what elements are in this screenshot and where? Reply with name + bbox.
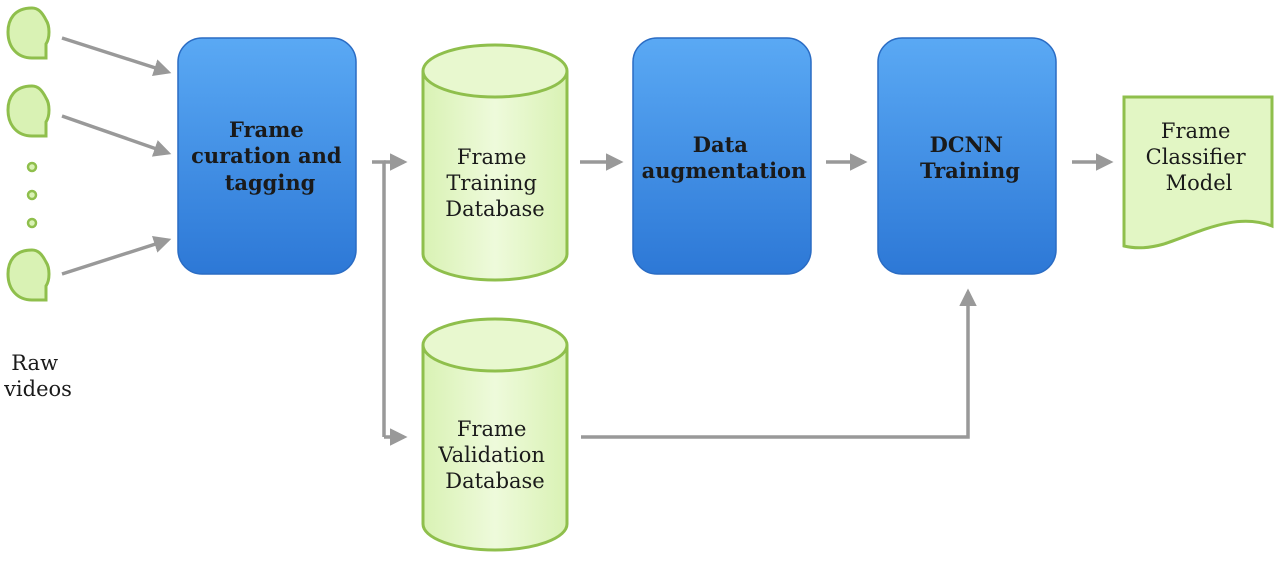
curation-label: Frame curation and tagging: [191, 117, 349, 195]
validation-db-cylinder: Frame Validation Database: [421, 317, 569, 552]
validation-db-label: Frame Validation Database: [437, 417, 551, 493]
ellipsis-dot-2: [26, 189, 38, 201]
curation-box: Frame curation and tagging: [177, 37, 357, 275]
training-db-cylinder: Frame Training Database: [421, 43, 569, 282]
dcnn-box: DCNN Training: [877, 37, 1057, 275]
raw-video-icon-2: [6, 84, 51, 138]
training-db-label: Frame Training Database: [445, 145, 544, 221]
arrow-video3-curation: [61, 235, 172, 276]
raw-video-icon-1: [6, 6, 51, 60]
arrow-video2-curation: [61, 114, 172, 157]
ellipsis-dot-1: [26, 161, 38, 173]
augmentation-box: Data augmentation: [632, 37, 812, 275]
arrow-video1-curation: [61, 36, 172, 77]
raw-video-icon-3: [6, 248, 51, 302]
model-document: Frame Classifier Model: [1122, 95, 1274, 250]
model-label: Frame Classifier Model: [1146, 119, 1253, 195]
connector-curation-split: [372, 160, 386, 437]
ellipsis-dot-3: [26, 217, 38, 229]
raw-videos-label: Raw videos: [3, 351, 72, 401]
augmentation-label: Data augmentation: [642, 132, 807, 183]
dcnn-label: DCNN Training: [920, 132, 1020, 183]
arrow-validationdb-dcnn: [581, 288, 977, 439]
